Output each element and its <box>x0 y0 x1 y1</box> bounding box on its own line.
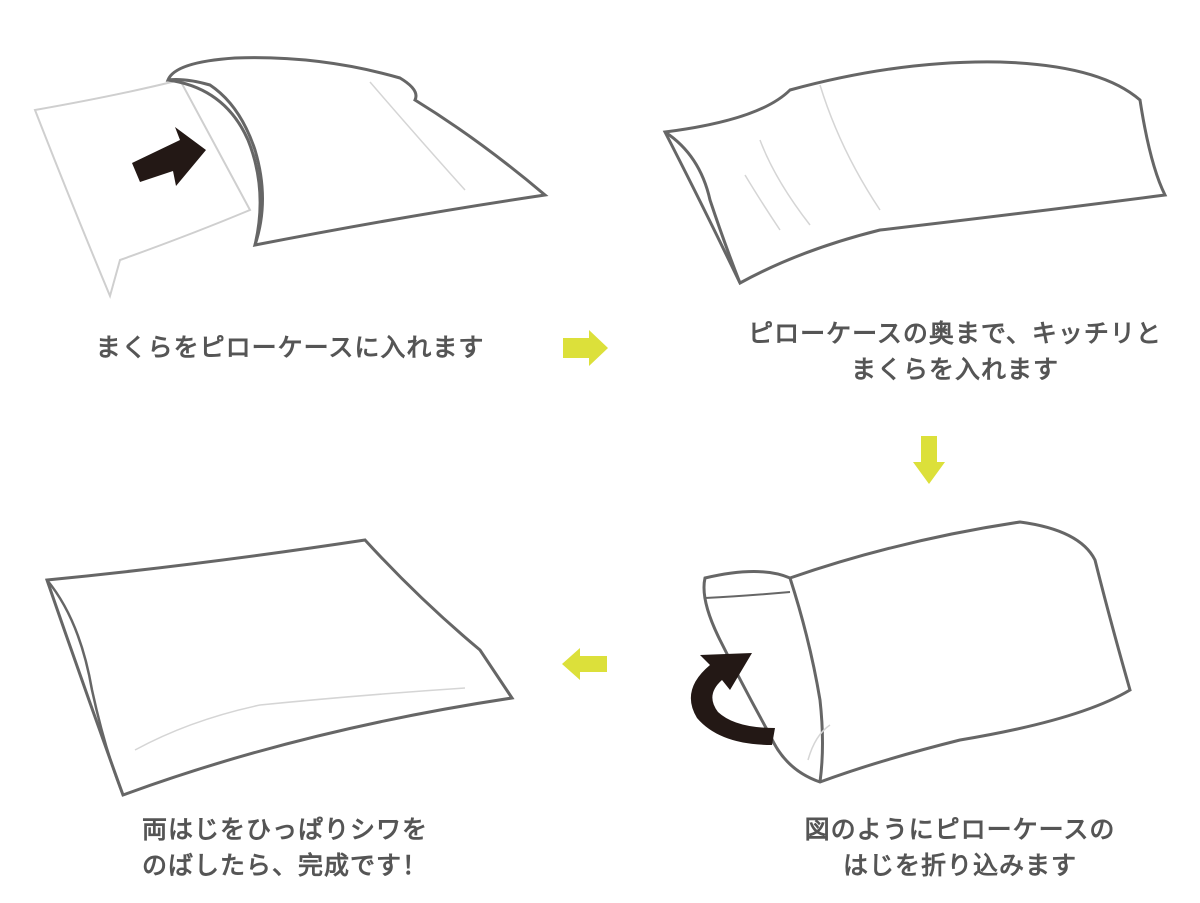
pillow-side-edge <box>46 579 125 796</box>
case-crease <box>744 174 781 231</box>
case-crease <box>819 84 881 211</box>
step1-caption: まくらをピローケースに入れます <box>60 330 520 366</box>
step3-illustration <box>690 520 1132 784</box>
caption-line: 両はじをひっぱりシワを <box>141 815 428 844</box>
flow-arrow-left-icon <box>562 648 607 680</box>
step4-caption: 両はじをひっぱりシワを のばしたら、完成です！ <box>85 812 485 884</box>
caption-line: ピローケースの奥まで、キッチリと <box>748 319 1162 348</box>
case-crease <box>759 139 811 226</box>
case-opening-edge <box>167 78 262 246</box>
caption-line: まくらを入れます <box>850 355 1059 384</box>
folded-flap-edge <box>788 577 824 783</box>
fold-rotate-arrow-icon <box>690 653 775 745</box>
step4-illustration <box>44 538 515 797</box>
pillowcase-outline <box>165 56 549 247</box>
step1-illustration <box>33 56 549 300</box>
case-open-end <box>664 130 742 284</box>
filled-pillowcase-outline <box>662 60 1168 286</box>
case-crease <box>369 81 466 191</box>
caption-line: のばしたら、完成です！ <box>141 851 428 880</box>
pillow-crease <box>134 687 466 751</box>
step2-caption: ピローケースの奥まで、キッチリと まくらを入れます <box>720 316 1190 388</box>
pillow-outline <box>33 78 252 300</box>
caption-line: まくらをピローケースに入れます <box>95 333 485 362</box>
flow-arrow-down-icon <box>913 436 945 484</box>
flap-crease <box>807 724 831 761</box>
flow-arrow-right-icon <box>563 330 608 366</box>
step2-illustration <box>662 60 1168 286</box>
caption-line: 図のようにピローケースの <box>804 815 1116 844</box>
caption-line: はじを折り込みます <box>842 851 1077 880</box>
flap-inner-edge <box>704 591 791 599</box>
step3-caption: 図のようにピローケースの はじを折り込みます <box>765 812 1155 884</box>
folded-pillowcase-outline <box>702 520 1132 784</box>
push-arrow-icon <box>132 127 206 186</box>
finished-pillow-outline <box>44 538 515 797</box>
